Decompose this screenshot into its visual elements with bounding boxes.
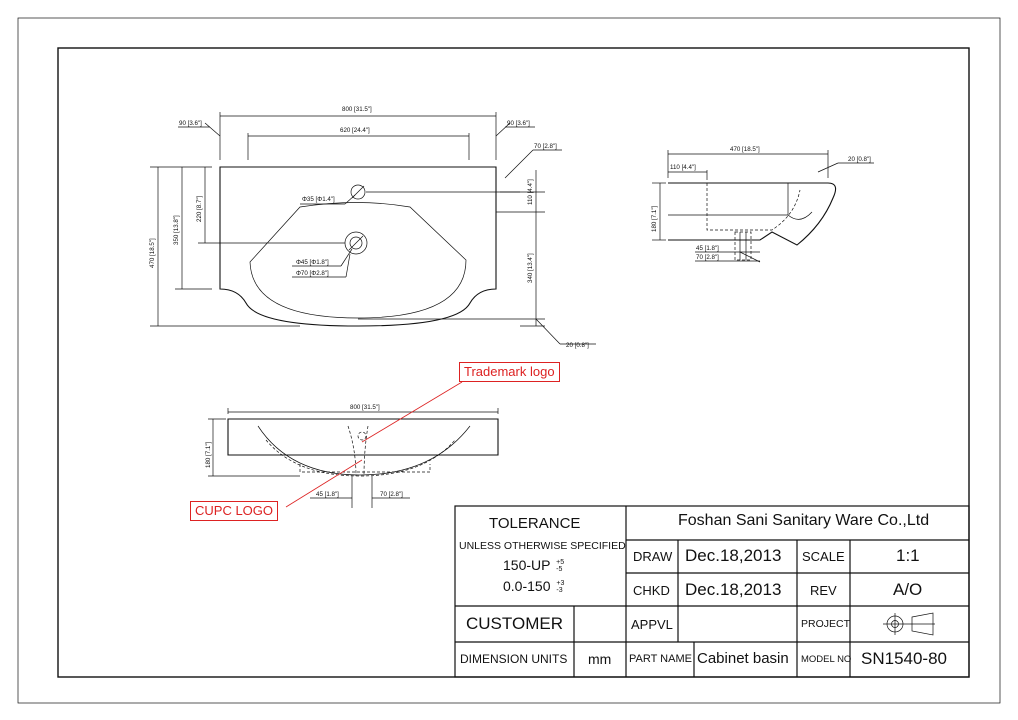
- dim-drain-45: Φ45 [Φ1.8"]: [296, 259, 329, 266]
- dim-front-70: 70 [2.8"]: [380, 491, 403, 498]
- unless-otherwise-text: UNLESS OTHERWISE SPECIFIED: [459, 540, 626, 552]
- tolerance-row-2-plus: +3: [556, 580, 565, 588]
- dim-right-70: 70 [2.8"]: [534, 143, 557, 150]
- part-name-value: Cabinet basin: [697, 650, 789, 667]
- dim-front-800: 800 [31.5"]: [350, 404, 380, 411]
- front-view: 800 [31.5"] 180 [7.1"] 45 [1.8"] 70 [2.8…: [205, 404, 499, 508]
- draw-label: DRAW: [633, 549, 673, 564]
- dim-side-180: 180 [7.1"]: [651, 205, 658, 232]
- projection-symbol-icon: [883, 612, 935, 636]
- model-no-value: SN1540-80: [861, 649, 948, 668]
- dim-left-90: 90 [3.6"]: [179, 120, 202, 127]
- appvl-label: APPVL: [631, 617, 673, 632]
- model-no-label: MODEL NO: [801, 654, 852, 665]
- dim-top-800: 800 [31.5"]: [342, 106, 372, 113]
- dim-v-340: 340 [13.4"]: [527, 253, 534, 283]
- rev-label: REV: [810, 583, 837, 598]
- dimension-units-label: DIMENSION UNITS: [460, 652, 568, 666]
- part-name-label: PART NAME: [629, 653, 692, 665]
- dim-side-110: 110 [4.4"]: [670, 164, 696, 171]
- company-name: Foshan Sani Sanitary Ware Co.,Ltd: [678, 512, 930, 529]
- tolerance-row-2-range: 0.0-150: [503, 578, 551, 594]
- dim-v-220: 220 [8.7"]: [196, 195, 203, 222]
- scale-value: 1:1: [896, 546, 920, 565]
- trademark-logo-callout: Trademark logo: [459, 362, 560, 382]
- dim-front-180: 180 [7.1"]: [205, 441, 212, 468]
- dim-drain-70: Φ70 [Φ2.8"]: [296, 270, 329, 277]
- dim-v-350: 350 [13.8"]: [173, 215, 180, 245]
- cupc-leader: [285, 459, 363, 508]
- tolerance-row-2-limits: +3 -3: [556, 580, 564, 594]
- dim-v-110: 110 [4.4"]: [527, 179, 534, 205]
- side-view: 470 [18.5"] 20 [0.8"] 110 [4.4"] 180 [7.…: [651, 146, 874, 263]
- dim-side-470: 470 [18.5"]: [730, 146, 760, 153]
- dim-side-20: 20 [0.8"]: [848, 156, 871, 163]
- chkd-label: CHKD: [633, 583, 670, 598]
- dim-v-470: 470 [18.5"]: [149, 238, 156, 268]
- tolerance-row-2-minus: -3: [556, 587, 563, 595]
- project-label: PROJECT: [801, 618, 851, 630]
- rev-value: A/O: [893, 580, 923, 599]
- tolerance-row-1-limits: +5 -5: [556, 559, 564, 573]
- dim-top-620: 620 [24.4"]: [340, 127, 370, 134]
- tolerance-heading: TOLERANCE: [489, 515, 581, 532]
- dim-side-70: 70 [2.8"]: [696, 254, 719, 261]
- tolerance-row-1-plus: +5: [556, 559, 565, 567]
- customer-label: CUSTOMER: [466, 614, 563, 633]
- dim-hole-35: Φ35 [Φ1.4"]: [302, 196, 335, 203]
- tolerance-row-1: 150-UP +5 -5: [503, 557, 564, 573]
- tolerance-row-1-range: 150-UP: [503, 557, 551, 573]
- plan-view: 800 [31.5"] 620 [24.4"] 90 [3.6"] 90 [3.…: [149, 106, 596, 349]
- sheet-outer-border: [17, 17, 1001, 704]
- title-block-grid: [454, 505, 970, 678]
- dim-side-45: 45 [1.8"]: [696, 245, 719, 252]
- chkd-date: Dec.18,2013: [685, 580, 782, 599]
- scale-label: SCALE: [802, 549, 845, 564]
- trademark-leader: [361, 381, 463, 443]
- dim-front-45: 45 [1.8"]: [316, 491, 339, 498]
- draw-date: Dec.18,2013: [685, 546, 782, 565]
- tolerance-row-2: 0.0-150 +3 -3: [503, 578, 564, 594]
- cupc-logo-callout: CUPC LOGO: [190, 501, 279, 521]
- dim-bottom-20: 20 [0.8"]: [566, 342, 589, 349]
- dimension-units-value: mm: [588, 651, 612, 667]
- tolerance-row-1-minus: -5: [556, 566, 563, 574]
- dim-right-90: 90 [3.6"]: [507, 120, 530, 127]
